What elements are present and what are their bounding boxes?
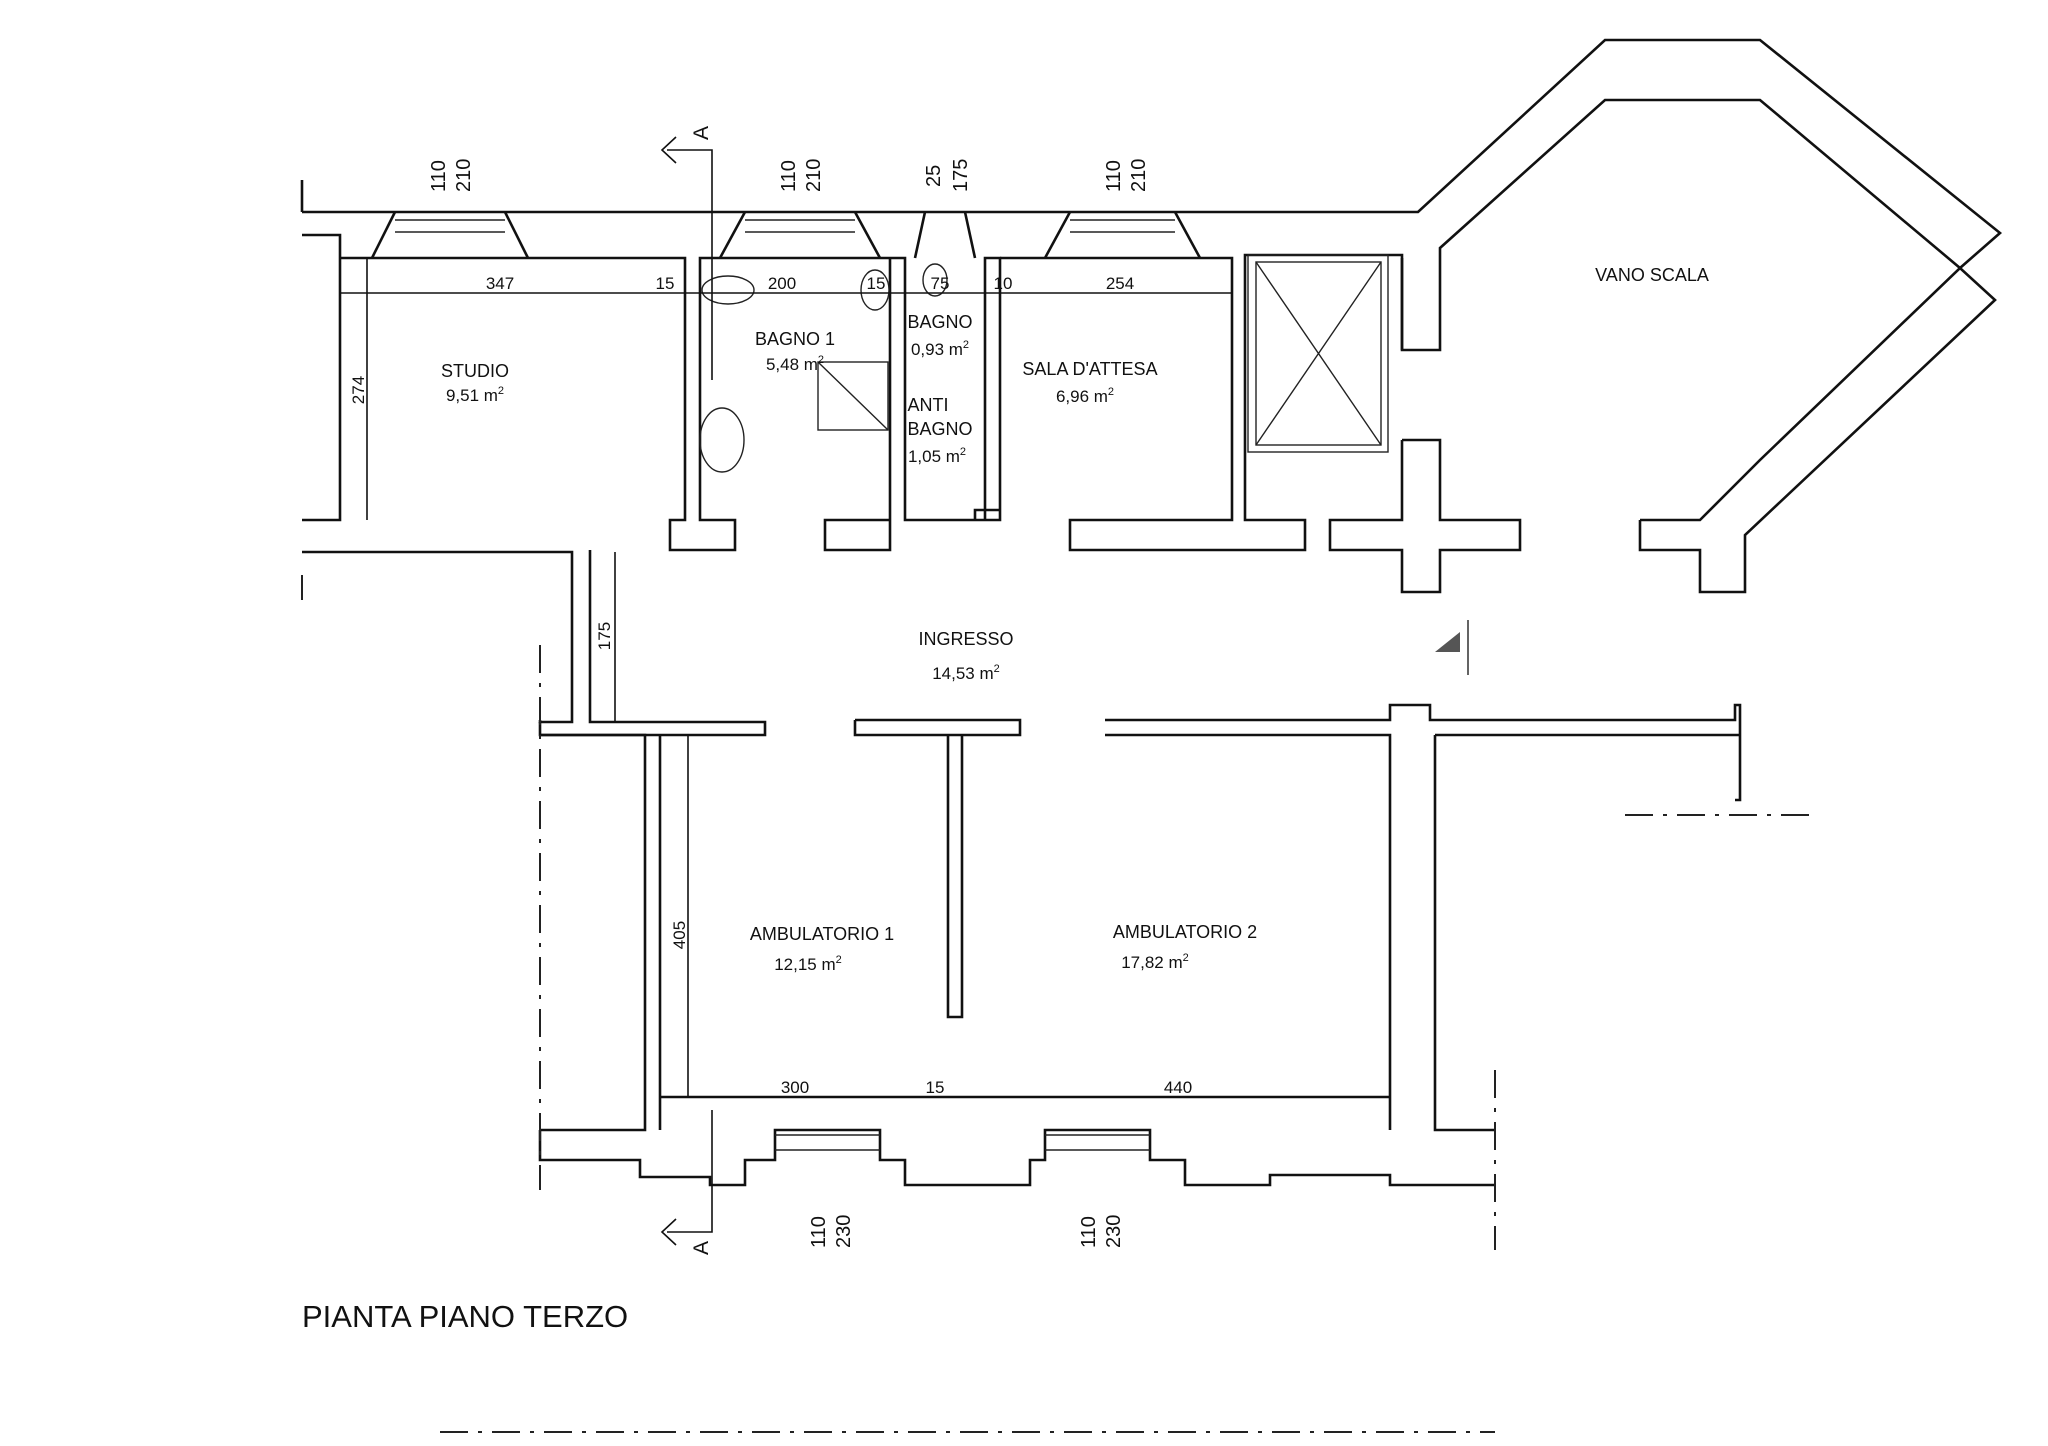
room-amb2-name: AMBULATORIO 2 bbox=[1113, 922, 1257, 942]
room-antibagno-name-1: ANTI bbox=[907, 395, 948, 415]
entrance-arrow-icon bbox=[1435, 632, 1460, 652]
dim-wall-a: 15 bbox=[656, 274, 675, 293]
splay bbox=[1043, 211, 1072, 259]
dim-amb-height: 405 bbox=[670, 921, 689, 949]
window5-height: 230 bbox=[833, 1215, 855, 1248]
corridor-left-wall bbox=[302, 550, 574, 724]
room-studio-name: STUDIO bbox=[441, 361, 509, 381]
room-vano-scala-name: VANO SCALA bbox=[1595, 265, 1709, 285]
splay bbox=[718, 211, 747, 259]
splay bbox=[503, 211, 530, 259]
drawing-title: PIANTA PIANO TERZO bbox=[302, 1299, 628, 1334]
corridor-right-wall bbox=[538, 550, 767, 737]
splay bbox=[913, 211, 927, 259]
window2-width: 110 bbox=[778, 160, 800, 192]
section-label-top: A bbox=[690, 126, 713, 140]
interior-walls-top bbox=[340, 256, 1002, 552]
room-amb1-area: 12,15 m2 bbox=[774, 954, 842, 974]
left-exterior-wall bbox=[302, 233, 342, 522]
ingresso-partition-left bbox=[853, 718, 1022, 737]
dim-wall-d: 15 bbox=[926, 1078, 945, 1097]
room-ingresso-area: 14,53 m2 bbox=[932, 663, 1000, 683]
room-bagno1-name: BAGNO 1 bbox=[755, 329, 835, 349]
dim-corridor-height: 175 bbox=[595, 622, 614, 650]
window2-height: 210 bbox=[803, 159, 825, 192]
section-label-bottom: A bbox=[690, 1241, 713, 1255]
shower-line bbox=[817, 361, 889, 431]
dim-bagno-width: 75 bbox=[931, 274, 950, 293]
room-antibagno-area: 1,05 m2 bbox=[908, 446, 966, 466]
room-bagno-area: 0,93 m2 bbox=[911, 339, 969, 359]
splay bbox=[1173, 211, 1202, 259]
section-line-bottom bbox=[667, 1110, 713, 1233]
splay bbox=[963, 211, 977, 259]
amb1-left-wall bbox=[540, 733, 647, 1132]
reference-lines bbox=[301, 575, 1815, 1433]
room-sala-name: SALA D'ATTESA bbox=[1022, 359, 1157, 379]
entrance-marker bbox=[1435, 620, 1469, 675]
window6-width: 110 bbox=[1078, 1216, 1100, 1248]
bottom-exterior-wall bbox=[538, 1128, 1495, 1187]
elevator-outer bbox=[1247, 254, 1389, 453]
elevator-shaft bbox=[1247, 254, 1389, 453]
window4-width: 110 bbox=[1103, 160, 1125, 192]
amb-partition bbox=[946, 735, 964, 1019]
window3-width: 25 bbox=[923, 165, 945, 187]
elevator-cross bbox=[1255, 261, 1382, 446]
room-ingresso-name: INGRESSO bbox=[918, 629, 1013, 649]
window1-height: 210 bbox=[453, 159, 475, 192]
section-line-top bbox=[667, 149, 713, 380]
sink-icon bbox=[699, 407, 745, 473]
dim-wall-c: 10 bbox=[994, 274, 1013, 293]
shower-tray-icon bbox=[817, 361, 889, 431]
labels: STUDIO 9,51 m2 BAGNO 1 5,48 m2 BAGNO 0,9… bbox=[302, 126, 1709, 1334]
dim-amb1-width: 300 bbox=[781, 1078, 809, 1097]
room-amb1-name: AMBULATORIO 1 bbox=[750, 924, 894, 944]
dim-studio-width: 347 bbox=[486, 274, 514, 293]
splay bbox=[853, 211, 882, 259]
section-arrow-top-icon bbox=[660, 136, 677, 164]
bathroom-fixtures bbox=[699, 263, 948, 473]
dim-sala-width: 254 bbox=[1106, 274, 1134, 293]
splay bbox=[370, 211, 397, 259]
top-exterior-wall bbox=[302, 38, 2003, 352]
amb2-top-wall bbox=[1105, 733, 1392, 1130]
window1-width: 110 bbox=[428, 160, 450, 192]
window6-height: 230 bbox=[1103, 1215, 1125, 1248]
window3-height: 175 bbox=[950, 159, 972, 192]
room-amb2-area: 17,82 m2 bbox=[1121, 952, 1189, 972]
dimension-lines bbox=[340, 258, 1390, 1098]
room-bagno1-area: 5,48 m2 bbox=[766, 354, 824, 374]
ingresso-partition-right bbox=[1105, 703, 1742, 802]
dim-amb2-width: 440 bbox=[1164, 1078, 1192, 1097]
amb2-right-wall bbox=[1433, 735, 1495, 1132]
bidet-icon bbox=[701, 275, 755, 305]
section-markers bbox=[660, 136, 713, 1246]
elevator-inner bbox=[1255, 261, 1382, 446]
room-studio-area: 9,51 m2 bbox=[446, 385, 504, 405]
walls bbox=[300, 38, 2003, 1187]
room-antibagno-name-2: BAGNO bbox=[907, 419, 972, 439]
dim-wall-b: 15 bbox=[867, 274, 886, 293]
room-sala-area: 6,96 m2 bbox=[1056, 386, 1114, 406]
window4-height: 210 bbox=[1128, 159, 1150, 192]
window5-width: 110 bbox=[808, 1216, 830, 1248]
column-right bbox=[1328, 438, 1522, 594]
room-bagno-name: BAGNO bbox=[907, 312, 972, 332]
toilet-icon bbox=[860, 269, 890, 311]
dim-bagno1-width: 200 bbox=[768, 274, 796, 293]
toilet-icon bbox=[922, 263, 948, 297]
dim-studio-height: 274 bbox=[349, 376, 368, 404]
stair-wall bbox=[1638, 266, 1997, 594]
section-arrow-bottom-icon bbox=[660, 1218, 677, 1246]
